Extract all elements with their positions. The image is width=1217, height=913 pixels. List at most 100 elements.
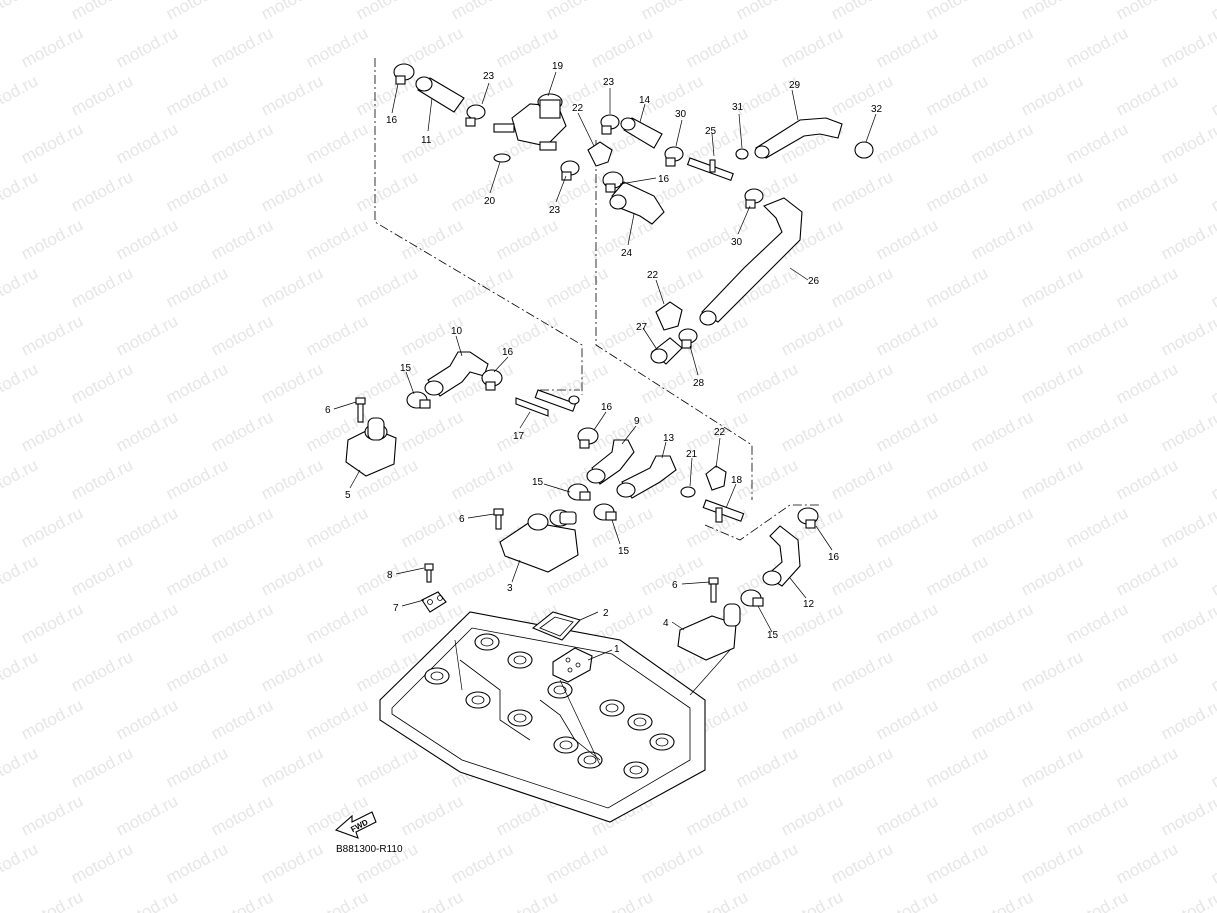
watermark-text: motod.ru — [258, 167, 326, 215]
part-12-hose — [762, 525, 801, 587]
callout-9: 9 — [634, 416, 640, 427]
callout-10: 10 — [451, 326, 463, 337]
callout-22a: 22 — [572, 103, 584, 114]
watermark-text: motod.ru — [1113, 839, 1181, 887]
watermark-text: motod.ru — [828, 263, 896, 311]
watermark-text: motod.ru — [1158, 311, 1217, 359]
watermark-text: motod.ru — [18, 791, 86, 839]
watermark-text: motod.ru — [1063, 311, 1131, 359]
callout-4: 4 — [663, 618, 669, 629]
watermark-text: motod.ru — [398, 407, 466, 455]
watermark-text: motod.ru — [258, 71, 326, 119]
watermark-text: motod.ru — [1063, 215, 1131, 263]
watermark-text: motod.ru — [208, 407, 276, 455]
watermark-text: motod.ru — [258, 359, 326, 407]
watermark-text: motod.ru — [733, 647, 801, 695]
watermark-text: motod.ru — [1158, 503, 1217, 551]
watermark-text: motod.ru — [0, 71, 41, 119]
watermark-text: motod.ru — [208, 215, 276, 263]
watermark-text: motod.ru — [18, 311, 86, 359]
callout-2: 2 — [603, 608, 609, 619]
watermark-text: motod.ru — [353, 0, 421, 24]
callout-16e: 16 — [828, 552, 840, 563]
watermark-text: motod.ru — [923, 359, 991, 407]
watermark-text: motod.ru — [1018, 71, 1086, 119]
watermark-text: motod.ru — [923, 839, 991, 887]
watermark-text: motod.ru — [1158, 215, 1217, 263]
watermark-text: motod.ru — [1208, 839, 1217, 887]
watermark-text: motod.ru — [1208, 455, 1217, 503]
watermark-text: motod.ru — [1158, 119, 1217, 167]
watermark-text: motod.ru — [303, 503, 371, 551]
watermark-text: motod.ru — [258, 455, 326, 503]
watermark-text: motod.ru — [163, 0, 231, 24]
watermark-text: motod.ru — [588, 23, 656, 71]
watermark-text: motod.ru — [113, 119, 181, 167]
part-25-tee-pipe — [686, 157, 734, 182]
watermark-text: motod.ru — [303, 599, 371, 647]
part-5-reed-cover — [345, 417, 397, 477]
part-21-clip — [680, 486, 696, 498]
watermark-text: motod.ru — [1018, 0, 1086, 24]
watermark-text: motod.ru — [303, 215, 371, 263]
watermark-text: motod.ru — [68, 743, 136, 791]
watermark-text: motod.ru — [258, 647, 326, 695]
watermark-text: motod.ru — [0, 0, 41, 24]
watermark-text: motod.ru — [543, 263, 611, 311]
part-23-clamp-b — [600, 114, 620, 135]
part-29-hose — [754, 117, 843, 159]
watermark-text: motod.ru — [353, 71, 421, 119]
watermark-text: motod.ru — [1018, 551, 1086, 599]
watermark-text: motod.ru — [1113, 167, 1181, 215]
part-15-clamp-d — [740, 589, 764, 607]
part-22-clamp-c — [655, 301, 683, 331]
watermark-text: motod.ru — [778, 407, 846, 455]
watermark-text: motod.ru — [18, 407, 86, 455]
watermark-text: motod.ru — [873, 119, 941, 167]
watermark-text: motod.ru — [1113, 551, 1181, 599]
watermark-text: motod.ru — [68, 551, 136, 599]
watermark-text: motod.ru — [258, 263, 326, 311]
callout-20: 20 — [484, 196, 496, 207]
callout-26: 26 — [808, 276, 820, 287]
watermark-text: motod.ru — [1208, 71, 1217, 119]
watermark-text: motod.ru — [18, 695, 86, 743]
watermark-text: motod.ru — [163, 551, 231, 599]
watermark-text: motod.ru — [163, 359, 231, 407]
watermark-text: motod.ru — [18, 503, 86, 551]
watermark-text: motod.ru — [0, 359, 41, 407]
part-23-clamp-c — [560, 160, 580, 181]
watermark-text: motod.ru — [733, 0, 801, 24]
part-18-tee-pipe — [702, 499, 745, 523]
watermark-text: motod.ru — [1208, 647, 1217, 695]
part-16-clamp-b — [602, 171, 624, 193]
watermark-text: motod.ru — [493, 887, 561, 913]
watermark-text: motod.ru — [968, 311, 1036, 359]
part-13-hose — [616, 455, 677, 499]
watermark-text: motod.ru — [18, 215, 86, 263]
watermark-text: motod.ru — [68, 71, 136, 119]
watermark-text: motod.ru — [303, 23, 371, 71]
part-22-clamp-a — [705, 465, 727, 491]
watermark-text: motod.ru — [258, 0, 326, 24]
part-15-clamp-a — [406, 391, 431, 409]
watermark-text: motod.ru — [68, 167, 136, 215]
watermark-text: motod.ru — [968, 407, 1036, 455]
watermark-text: motod.ru — [353, 263, 421, 311]
watermark-text: motod.ru — [0, 743, 41, 791]
watermark-text: motod.ru — [968, 503, 1036, 551]
part-6-bolt-b — [708, 577, 719, 603]
watermark-text: motod.ru — [873, 695, 941, 743]
watermark-text: motod.ru — [113, 407, 181, 455]
watermark-text: motod.ru — [733, 743, 801, 791]
watermark-text: motod.ru — [923, 71, 991, 119]
watermark-text: motod.ru — [163, 263, 231, 311]
watermark-text: motod.ru — [448, 0, 516, 24]
watermark-text: motod.ru — [493, 215, 561, 263]
watermark-text: motod.ru — [68, 455, 136, 503]
watermark-text: motod.ru — [1018, 167, 1086, 215]
callout-16c: 16 — [502, 347, 514, 358]
watermark-text: motod.ru — [398, 791, 466, 839]
callout-14: 14 — [639, 95, 651, 106]
watermark-text: motod.ru — [258, 743, 326, 791]
